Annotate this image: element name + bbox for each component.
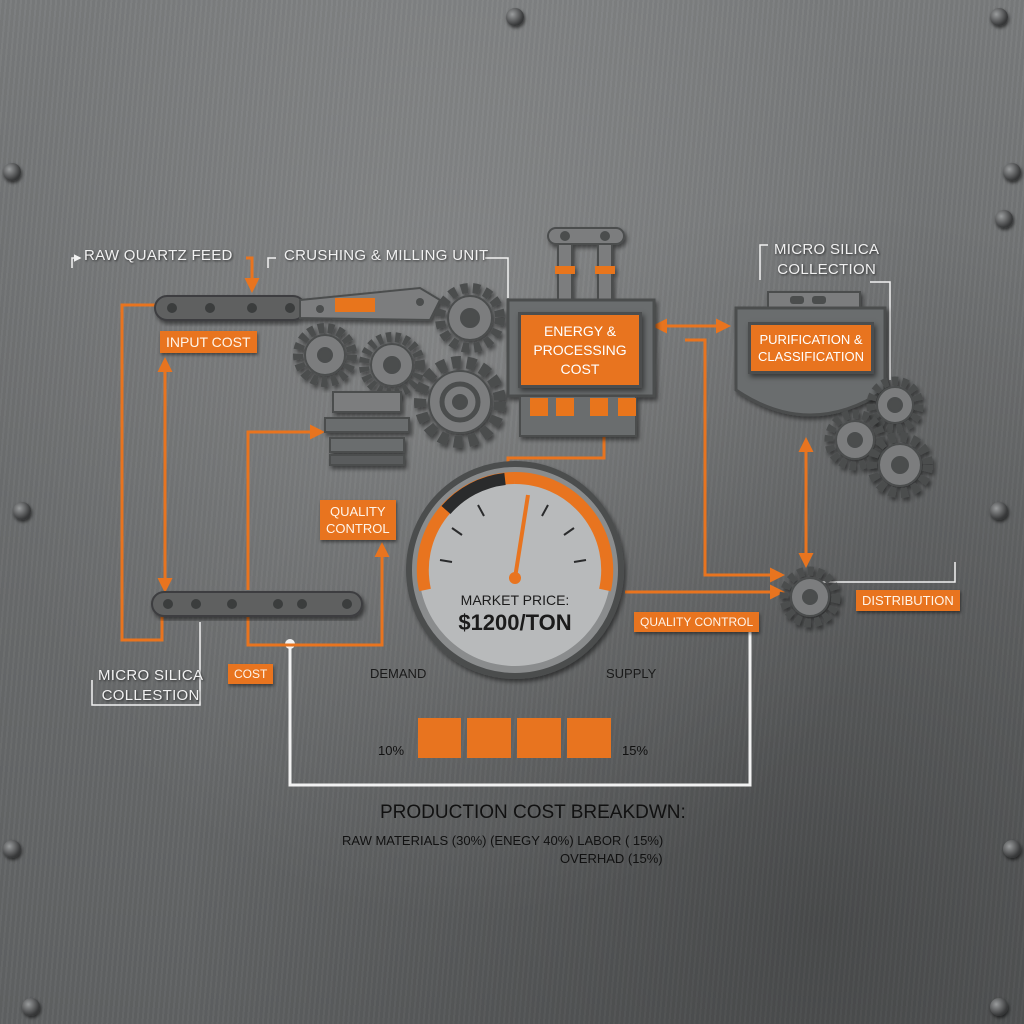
gear-icon: [824, 409, 886, 471]
crusher-icon: [324, 391, 410, 466]
conveyor-icon: [151, 591, 363, 617]
raw-quartz-feed-label: Raw Quartz Feed: [84, 247, 233, 264]
gear-icon: [293, 323, 357, 387]
market-price-value: $1200/TON: [458, 610, 572, 635]
pct-left-label: 10%: [378, 743, 405, 758]
market-price-label: Market Price:: [460, 592, 570, 608]
pct-right-label: 15%: [622, 743, 649, 758]
gear-icon: [867, 432, 933, 498]
cost-label: Cost: [228, 664, 274, 684]
gear-icon: [866, 376, 924, 434]
conveyor-icon: [154, 286, 442, 322]
distribution-label: Distribution: [856, 590, 960, 611]
micro-silica-collection-left-label: Micro Silica Collestion: [98, 667, 204, 704]
supply-label: Supply: [606, 666, 657, 681]
input-cost-label: Input Cost: [160, 331, 257, 353]
rivet-icon: [1003, 163, 1021, 181]
energy-processing-cost-box: Energy & Processing Cost: [518, 312, 642, 388]
breakdown-line-1: Raw Materials (30%) (Enegy 40%) Labor ( …: [342, 833, 664, 848]
rivet-icon: [990, 998, 1008, 1016]
rivet-icon: [13, 502, 31, 520]
quality-control-right-label: Quality Control: [634, 612, 760, 632]
cost-bar: [418, 718, 611, 758]
demand-label: Demand: [370, 666, 427, 681]
rivet-icon: [990, 8, 1008, 26]
rivet-icon: [1003, 840, 1021, 858]
gauge-icon: [406, 461, 624, 679]
purification-classification-box: Purification & Classification: [748, 322, 874, 374]
white-connectors: [71, 244, 956, 787]
orange-flow-lines: [120, 256, 814, 647]
gear-icon: [435, 283, 505, 353]
gear-icon: [359, 332, 425, 398]
rivet-icon: [3, 163, 21, 181]
crushing-milling-label: Crushing & Milling Unit: [284, 247, 489, 264]
quality-control-left-label: Quality Control: [320, 500, 396, 540]
rivet-icon: [506, 8, 524, 26]
breakdown-title: Production Cost Breakdwn:: [380, 802, 686, 823]
breakdown-line-2: Overhad (15%): [560, 851, 663, 866]
rivet-icon: [3, 840, 21, 858]
rivet-icon: [995, 210, 1013, 228]
rivet-icon: [22, 998, 40, 1016]
gear-icon: [414, 356, 506, 448]
rivet-icon: [990, 502, 1008, 520]
micro-silica-collection-top-label: Micro Silica Collection: [774, 241, 880, 278]
gear-icon: [779, 566, 841, 628]
